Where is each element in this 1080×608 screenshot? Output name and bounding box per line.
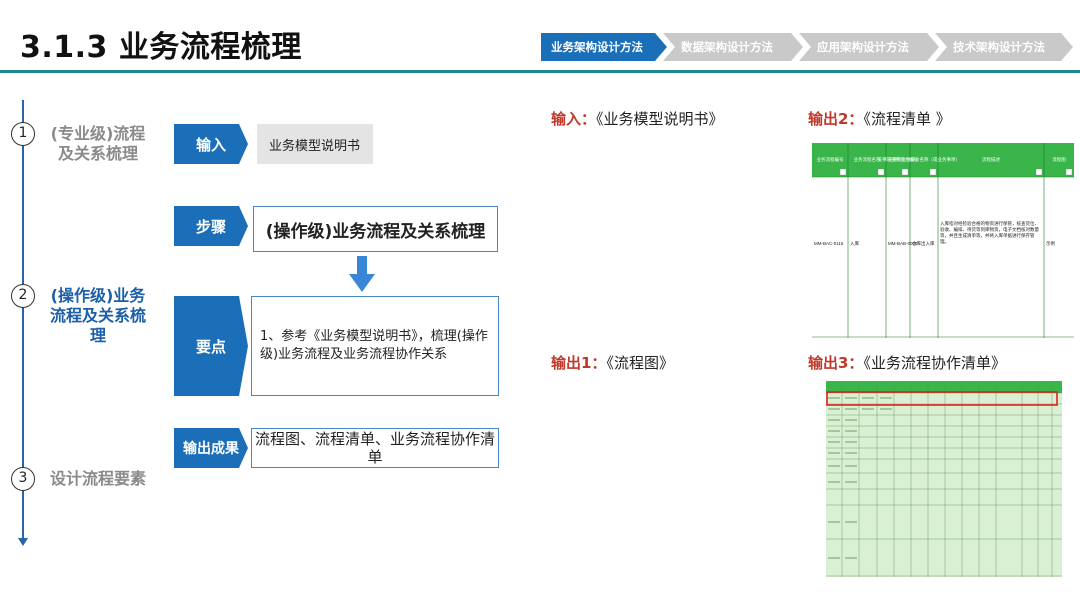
list-cell: MM-BAC-0116 bbox=[814, 241, 844, 246]
list-cell: 示例 bbox=[1046, 240, 1055, 247]
step-technology-architecture[interactable]: 技术架构设计方法 bbox=[935, 33, 1073, 61]
right-output1-value: 《流程图》 bbox=[606, 354, 674, 372]
output-value: 流程图、流程清单、业务流程协作清单 bbox=[251, 428, 499, 468]
input-tag: 输入 bbox=[174, 124, 248, 164]
list-header: 业务流程名称 bbox=[854, 156, 881, 163]
list-cell-description: 入库指对经检验合格的物资进行保管，核查货位、验收、编排、待货等到库物资，电子文档… bbox=[940, 221, 1039, 244]
input-value: 业务模型说明书 bbox=[257, 124, 373, 164]
timeline-step-number: 3 bbox=[11, 467, 35, 491]
step-business-architecture[interactable]: 业务架构设计方法 bbox=[541, 33, 667, 61]
list-cell: MM-BAB-0006 bbox=[888, 241, 918, 246]
list-cell: 仓库出入库 bbox=[912, 240, 935, 247]
timeline-line bbox=[22, 100, 24, 540]
timeline-step-number: 2 bbox=[11, 284, 35, 308]
right-output2-heading: 输出2：《流程清单 》 bbox=[808, 108, 951, 129]
timeline-step-label-active[interactable]: (操作级)业务流程及关系梳理 bbox=[49, 286, 146, 345]
list-cell: 入库 bbox=[850, 240, 859, 247]
right-output2-value: 《流程清单 》 bbox=[863, 110, 951, 128]
timeline-step-label[interactable]: 设计流程要素 bbox=[49, 469, 146, 488]
collaboration-list-thumbnail bbox=[826, 381, 1062, 577]
right-output2-key: 输出2： bbox=[808, 110, 864, 128]
list-header: 流程描述 bbox=[982, 156, 1000, 163]
highlight-row-box bbox=[826, 391, 1058, 406]
key-points-value: 1、参考《业务模型说明书》，梳理(操作级)业务流程及业务流程协作关系 bbox=[251, 296, 499, 396]
right-input-value: 《业务模型说明书》 bbox=[596, 110, 724, 128]
steps-value: (操作级)业务流程及关系梳理 bbox=[253, 206, 498, 252]
output-tag: 输出成果 bbox=[174, 428, 248, 468]
right-output1-heading: 输出1：《流程图》 bbox=[551, 352, 674, 373]
steps-tag: 步骤 bbox=[174, 206, 248, 246]
right-output3-key: 输出3： bbox=[808, 354, 864, 372]
list-header: 支撑的业务能力编号 bbox=[878, 156, 919, 163]
method-breadcrumb: 业务架构设计方法 数据架构设计方法 应用架构设计方法 技术架构设计方法 bbox=[541, 33, 1073, 61]
collaboration-list-table bbox=[826, 381, 1062, 577]
header-divider bbox=[0, 70, 1080, 73]
right-output3-heading: 输出3：《业务流程协作清单》 bbox=[808, 352, 1006, 373]
process-list-thumbnail: 业务流程编号 业务流程名称 支撑的业务能力编号 支撑的业务能力名称（或业务事项）… bbox=[812, 143, 1074, 338]
page-title: 3.1.3 业务流程梳理 bbox=[20, 30, 302, 65]
key-points-tag: 要点 bbox=[174, 296, 248, 396]
step-data-architecture[interactable]: 数据架构设计方法 bbox=[663, 33, 803, 61]
process-list-table: 业务流程编号 业务流程名称 支撑的业务能力编号 支撑的业务能力名称（或业务事项）… bbox=[812, 143, 1074, 338]
down-arrow-icon bbox=[349, 256, 375, 292]
right-input-heading: 输入：《业务模型说明书》 bbox=[551, 108, 724, 129]
right-input-key: 输入： bbox=[551, 110, 597, 128]
list-header: 支撑的业务能力名称（或业务事项） bbox=[888, 156, 960, 163]
list-header: 流程图 bbox=[1052, 156, 1066, 163]
timeline-step-number: 1 bbox=[11, 122, 35, 146]
timeline-arrow-icon bbox=[18, 538, 28, 546]
list-header: 业务流程编号 bbox=[817, 156, 844, 163]
right-output3-value: 《业务流程协作清单》 bbox=[863, 354, 1006, 372]
step-application-architecture[interactable]: 应用架构设计方法 bbox=[799, 33, 939, 61]
right-output1-key: 输出1： bbox=[551, 354, 607, 372]
timeline-step-label[interactable]: (专业级)流程及关系梳理 bbox=[50, 124, 146, 163]
